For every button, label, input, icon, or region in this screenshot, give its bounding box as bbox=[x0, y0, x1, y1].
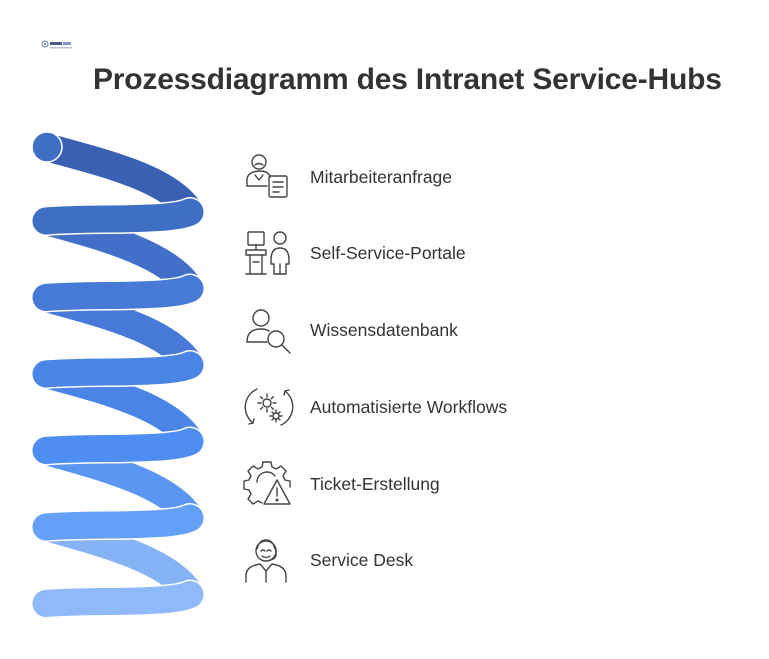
employee-request-icon bbox=[246, 154, 288, 198]
coil-front-strand-1 bbox=[32, 198, 204, 235]
step-label-4: Automatisierte Workflows bbox=[310, 397, 508, 417]
coil-front-strand-5 bbox=[32, 504, 204, 541]
knowledge-search-icon bbox=[246, 309, 291, 354]
service-desk-agent-icon bbox=[245, 539, 287, 583]
page-title: Prozessdiagramm des Intranet Service-Hub… bbox=[93, 63, 722, 96]
coil-front-strand-2 bbox=[32, 275, 204, 311]
coil-front-strand-4 bbox=[32, 428, 204, 464]
step-label-6: Service Desk bbox=[310, 550, 414, 570]
logo bbox=[41, 40, 72, 49]
coil-start-cap bbox=[31, 131, 63, 163]
coil-front-strand-6 bbox=[32, 581, 204, 617]
self-service-kiosk-icon bbox=[245, 231, 290, 275]
step-label-5: Ticket-Erstellung bbox=[310, 474, 440, 494]
step-label-1: Mitarbeiteranfrage bbox=[310, 167, 453, 187]
spiral-coil bbox=[31, 131, 205, 619]
ticket-warning-icon bbox=[243, 461, 291, 505]
step-label-3: Wissensdatenbank bbox=[310, 320, 458, 340]
coil-front-strand-3 bbox=[32, 351, 204, 388]
step-label-2: Self-Service-Portale bbox=[310, 243, 466, 263]
automation-gears-icon bbox=[244, 388, 294, 426]
